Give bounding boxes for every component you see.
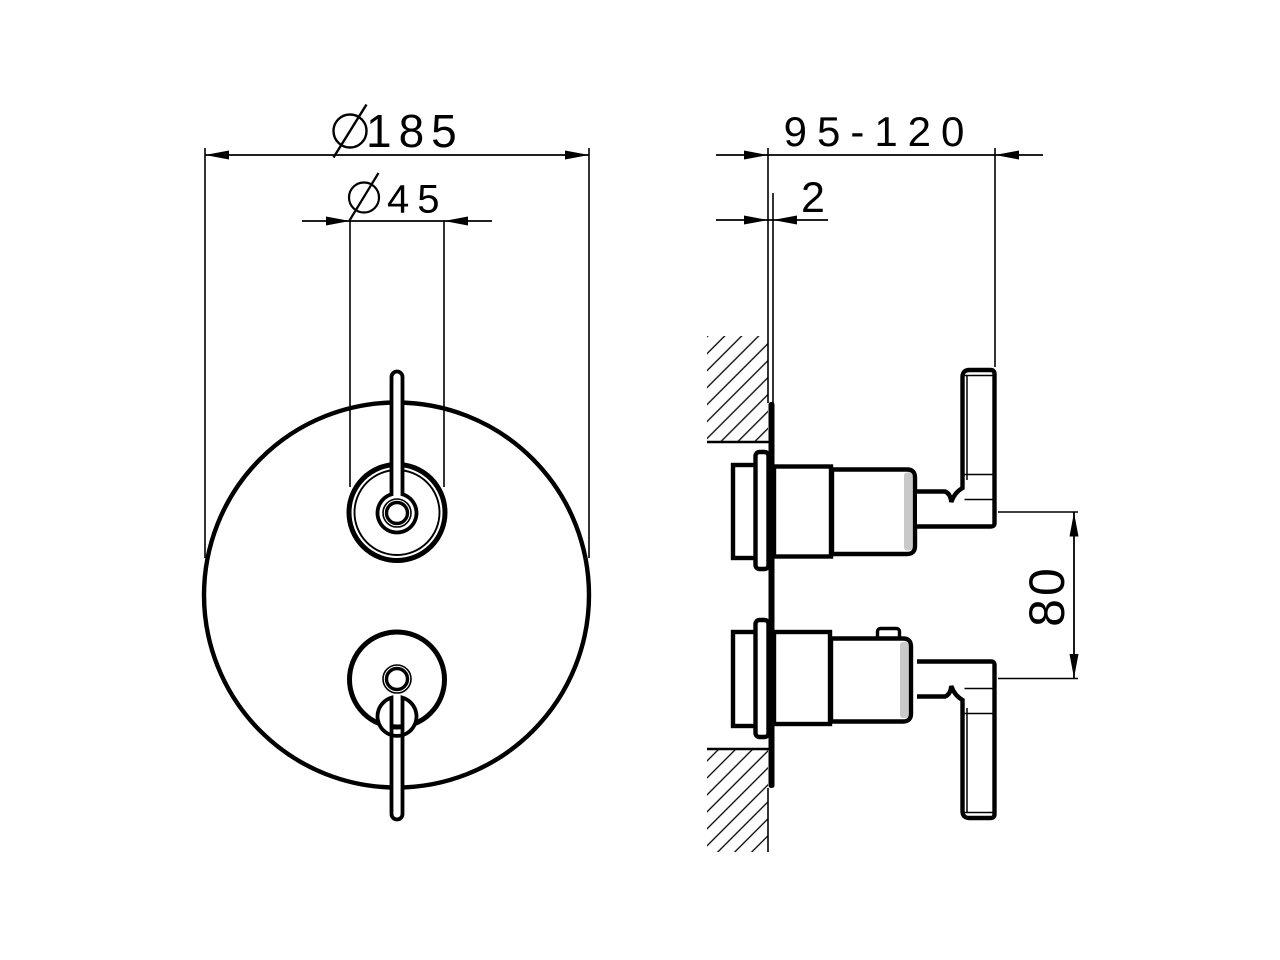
side-view	[707, 148, 997, 852]
bottom-cartridge	[828, 636, 914, 724]
dim-install-depth-label: 95-120	[784, 108, 975, 155]
top-handle-side-fill	[917, 370, 995, 527]
arrowhead-right	[444, 216, 468, 226]
front-bottom-handle	[347, 629, 447, 822]
arrowhead-bottom	[1069, 654, 1079, 678]
bottom-hub-inner	[384, 666, 410, 692]
bottom-handle-side-outline	[917, 659, 997, 821]
arrowhead-left	[326, 216, 350, 226]
bottom-handle-side-fill	[917, 661, 995, 818]
bottom-cartridge-shading	[900, 642, 909, 718]
side-top-valve	[771, 367, 997, 559]
arrowhead-left	[744, 215, 768, 225]
top-handle-side-outline	[917, 367, 997, 529]
arrowhead-top	[1069, 512, 1079, 537]
side-bottom-valve	[771, 626, 997, 821]
arrowhead-right	[773, 215, 797, 225]
dim-plate-diameter-label: 185	[366, 105, 464, 157]
top-cartridge-shading	[904, 472, 913, 551]
wall-hatch-lower	[707, 749, 768, 852]
bottom-escutcheon	[771, 629, 833, 727]
top-cartridge	[829, 467, 918, 557]
dim-knob-diameter: 45	[302, 172, 492, 487]
dim-handle-spacing-label: 80	[1019, 565, 1075, 627]
bottom-lever	[375, 695, 419, 822]
arrowhead-right	[565, 150, 589, 160]
diameter-symbol-icon	[347, 172, 381, 222]
top-valve-flange	[753, 449, 771, 572]
arrowhead-right	[995, 150, 1019, 160]
dim-knob-diameter-label: 45	[387, 178, 448, 222]
top-hub-inner	[384, 500, 410, 526]
top-lever	[375, 369, 419, 535]
top-escutcheon	[771, 464, 834, 559]
front-view	[201, 369, 592, 822]
top-handle-detail-lines	[964, 374, 993, 501]
front-top-handle	[346, 369, 448, 563]
dim-install-depth: 95-120	[716, 108, 1043, 367]
arrowhead-left	[744, 150, 768, 160]
dim-handle-spacing: 80	[998, 511, 1079, 680]
bottom-valve-flange	[753, 617, 771, 740]
dim-plate-thickness: 2	[716, 174, 828, 404]
dim-plate-diameter: 185	[204, 103, 590, 558]
wall-hatch-upper	[707, 336, 768, 442]
diameter-symbol-icon	[332, 103, 368, 159]
bottom-handle-detail-lines	[964, 687, 993, 814]
arrowhead-left	[205, 150, 229, 160]
dim-plate-thickness-label: 2	[801, 174, 825, 222]
side-plate-edge	[768, 402, 775, 788]
